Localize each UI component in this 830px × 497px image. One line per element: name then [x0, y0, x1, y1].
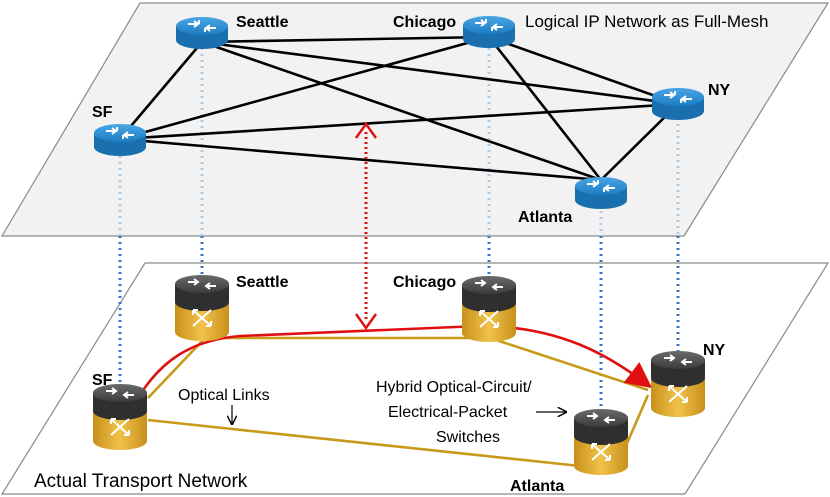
switch-chicago-icon — [461, 275, 517, 343]
router-chicago-icon — [462, 15, 516, 49]
switch-ny-icon — [650, 350, 706, 418]
router-label-seattle: Seattle — [236, 14, 289, 31]
router-seattle-icon — [175, 16, 229, 50]
ip-layer-title: Logical IP Network as Full-Mesh — [525, 12, 768, 31]
switch-label-atlanta: Atlanta — [510, 478, 564, 495]
switch-note-line2: Electrical-Packet — [388, 404, 508, 421]
router-label-sf: SF — [92, 104, 113, 121]
switch-label-sf: SF — [92, 372, 113, 389]
switch-note-line3: Switches — [436, 429, 500, 446]
router-sf-icon — [93, 123, 147, 157]
layer-mapping-arrow — [354, 121, 378, 331]
switch-sf-icon — [92, 383, 148, 451]
ip-mesh-links — [119, 35, 679, 182]
router-label-chicago: Chicago — [393, 14, 456, 31]
router-label-ny: NY — [708, 82, 731, 99]
optical-links-label: Optical Links — [178, 387, 270, 404]
optical-links — [147, 336, 650, 468]
router-ny-icon — [651, 87, 705, 121]
router-label-atlanta: Atlanta — [518, 209, 572, 226]
switch-label-ny: NY — [703, 342, 726, 359]
transport-layer-title: Actual Transport Network — [34, 471, 248, 492]
switch-seattle-icon — [174, 274, 230, 342]
switch-label-chicago: Chicago — [393, 274, 456, 291]
router-atlanta-icon — [574, 176, 628, 210]
switch-label-seattle: Seattle — [236, 274, 289, 291]
switch-atlanta-icon — [573, 408, 629, 476]
switch-note-line1: Hybrid Optical-Circuit/ — [376, 379, 532, 396]
